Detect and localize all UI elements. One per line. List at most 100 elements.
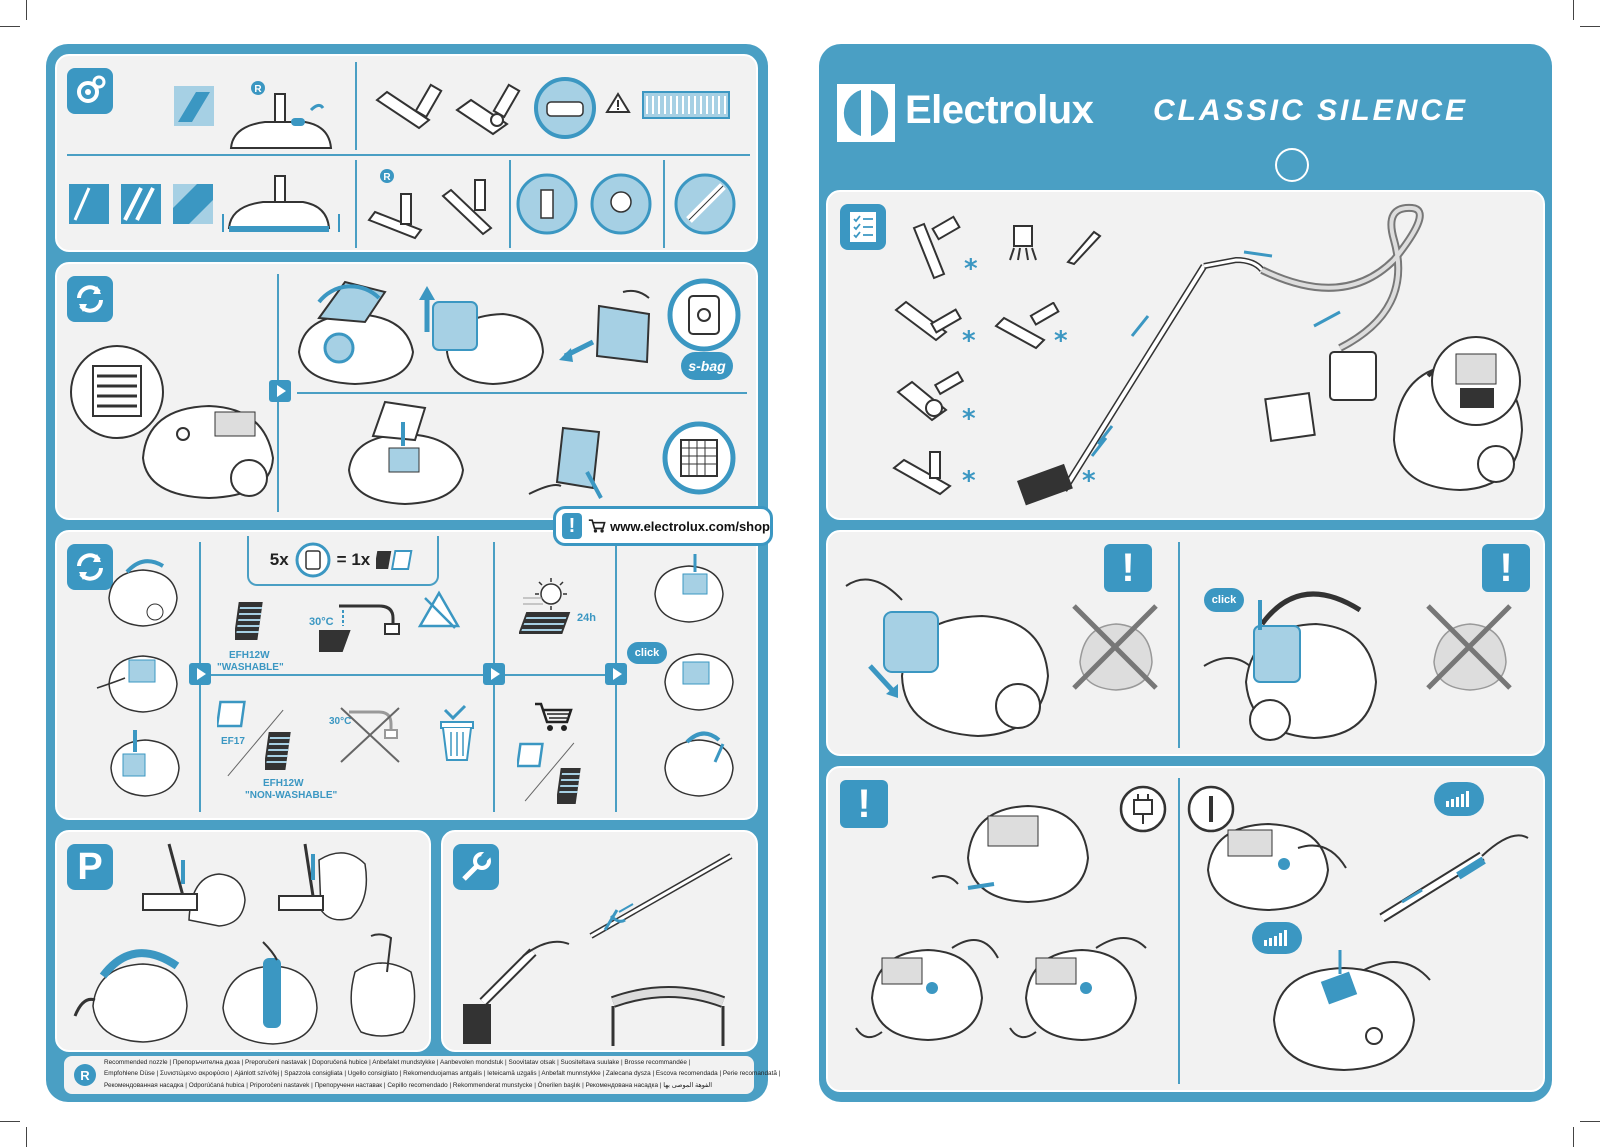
brand-name: Electrolux — [905, 88, 1094, 132]
rug-floor-icon — [173, 184, 213, 224]
no-rinse-temperature-label: 30°C — [329, 716, 352, 727]
vacuum-step-lift-icon — [96, 655, 178, 713]
no-detergent-icon — [417, 590, 461, 629]
combination-nozzle-icon — [229, 93, 333, 149]
recommended-mark-letter: R — [80, 1067, 90, 1083]
shop-link[interactable]: ! www.electrolux.com/shop — [553, 506, 773, 546]
footer-line-1: Recommended nozzle | Препоръчителна дюза… — [104, 1059, 691, 1066]
nozzles-panel: R R — [55, 54, 758, 252]
click-bubble: click — [1204, 588, 1244, 612]
suction-indicator-bubble — [1434, 782, 1484, 816]
ratio-filter: = 1x — [336, 550, 371, 569]
warning-icon: ! — [562, 513, 582, 539]
warning-icon: ! — [1104, 544, 1152, 592]
row-divider — [297, 392, 747, 394]
right-page: Electrolux CLASSIC SILENCE * * * * * * !… — [819, 44, 1552, 1102]
park-icon: P — [67, 844, 113, 890]
column-divider — [1178, 542, 1180, 748]
dry-time-label: 24h — [577, 612, 596, 624]
optional-accessory-marker: * — [1054, 326, 1068, 356]
click-label: click — [1211, 594, 1237, 606]
signal-bars-icon — [1264, 930, 1287, 946]
filter-ratio-box: 5x = 1x — [247, 536, 439, 586]
s-bag-logo: s-bag — [681, 352, 733, 380]
next-step-arrow-icon — [483, 663, 505, 685]
operation-panel: ! — [826, 766, 1545, 1092]
park-letter: P — [77, 845, 103, 888]
trash-bin-icon — [440, 704, 474, 761]
column-divider — [509, 160, 511, 248]
tile-floor-icon — [121, 184, 161, 224]
parquet-nozzle-accessory-icon — [894, 300, 962, 342]
optional-accessory-marker: * — [962, 466, 976, 496]
drying-filter-icon — [519, 612, 571, 634]
carry-upright-icon — [350, 933, 416, 1037]
crop-mark — [0, 26, 20, 27]
flat-nozzle-icon — [375, 83, 443, 130]
crop-mark — [26, 1127, 27, 1147]
new-bag-cycle-icon — [667, 278, 741, 352]
crevice-tool-icon — [674, 173, 736, 235]
dispose-bag-icon — [559, 289, 651, 364]
open-lid-filter-icon — [347, 400, 465, 506]
suction-indicator-bubble — [1252, 922, 1302, 954]
ef17-filter-icon — [217, 700, 246, 728]
signal-bars-icon — [1446, 791, 1469, 807]
shopping-cart-icon — [535, 702, 573, 731]
brush-roll-icon — [642, 91, 730, 119]
crevice-nozzle-icon — [912, 215, 961, 280]
power-button-icon — [1187, 785, 1235, 833]
footer-line-3: Рекомендованная насадка | Odporúčaná hub… — [104, 1082, 712, 1089]
no-rinse-icon — [340, 707, 400, 763]
carry-handle-hand-icon — [222, 941, 318, 1045]
crop-mark — [0, 1121, 20, 1122]
bag-cycle-icon — [295, 542, 331, 578]
optional-accessory-marker: * — [1082, 466, 1096, 496]
column-divider — [355, 62, 357, 150]
replace-cycle-icon — [67, 544, 113, 590]
checklist-icon — [840, 204, 886, 250]
filter-cleaning-panel: 5x = 1x EFH12W "WASHABLE" 30°C EF17 EFH1… — [55, 530, 758, 820]
shop-url[interactable]: www.electrolux.com/shop — [610, 518, 770, 534]
turbo-brush-accessory-icon — [896, 370, 965, 422]
optional-accessory-marker: * — [962, 404, 976, 434]
horizontal-park-icon — [142, 843, 246, 927]
svg-text:R: R — [383, 172, 391, 183]
shopping-cart-icon — [588, 519, 606, 533]
crop-mark — [1580, 1121, 1600, 1122]
remove-bag-icon — [419, 286, 545, 386]
row-divider — [67, 154, 750, 156]
washable-label: "WASHABLE" — [217, 662, 284, 673]
model-name: CLASSIC SILENCE — [1153, 94, 1469, 127]
wrench-icon — [453, 844, 499, 890]
plug-socket-icon — [1119, 785, 1167, 833]
remove-filter-icon — [528, 426, 603, 499]
hard-floor-icon — [174, 86, 214, 126]
maintenance-panel — [441, 830, 758, 1052]
next-step-arrow-icon — [189, 663, 211, 685]
warning-icon: ! — [1482, 544, 1530, 592]
rinse-temperature-label: 30°C — [309, 616, 334, 628]
tap-rinse-icon — [319, 604, 400, 652]
combi-nozzle-accessory-icon — [892, 451, 952, 496]
ratio-bags: 5x — [269, 550, 289, 569]
recommended-mark-icon: R — [74, 1064, 96, 1086]
column-divider — [663, 160, 665, 248]
recommended-mark-icon: R — [380, 169, 394, 183]
bag-replacement-panel: s-bag — [55, 262, 758, 520]
open-lid-vacuum-icon — [297, 280, 415, 386]
pull-cord-icon — [931, 804, 1090, 904]
footer-line-2: Empfohlene Düse | Συνιστώμενο ακροφύσιο … — [104, 1070, 781, 1077]
dusting-brush-accessory-icon — [1009, 225, 1037, 261]
no-close-prohibited-icon — [1426, 604, 1512, 691]
parquet-nozzle-icon — [367, 193, 423, 240]
new-filter-icon — [517, 742, 544, 768]
column-divider — [1178, 778, 1180, 1084]
vacuum-step-close-icon — [664, 731, 734, 797]
warning-triangle-icon — [605, 92, 631, 113]
filter-cycle-icon — [662, 421, 736, 495]
hard-floor-nozzle-icon — [441, 179, 493, 236]
electrolux-logo-icon — [837, 84, 895, 142]
nonwashable-label: "NON-WASHABLE" — [245, 790, 338, 801]
settings-gears-icon — [67, 68, 113, 114]
